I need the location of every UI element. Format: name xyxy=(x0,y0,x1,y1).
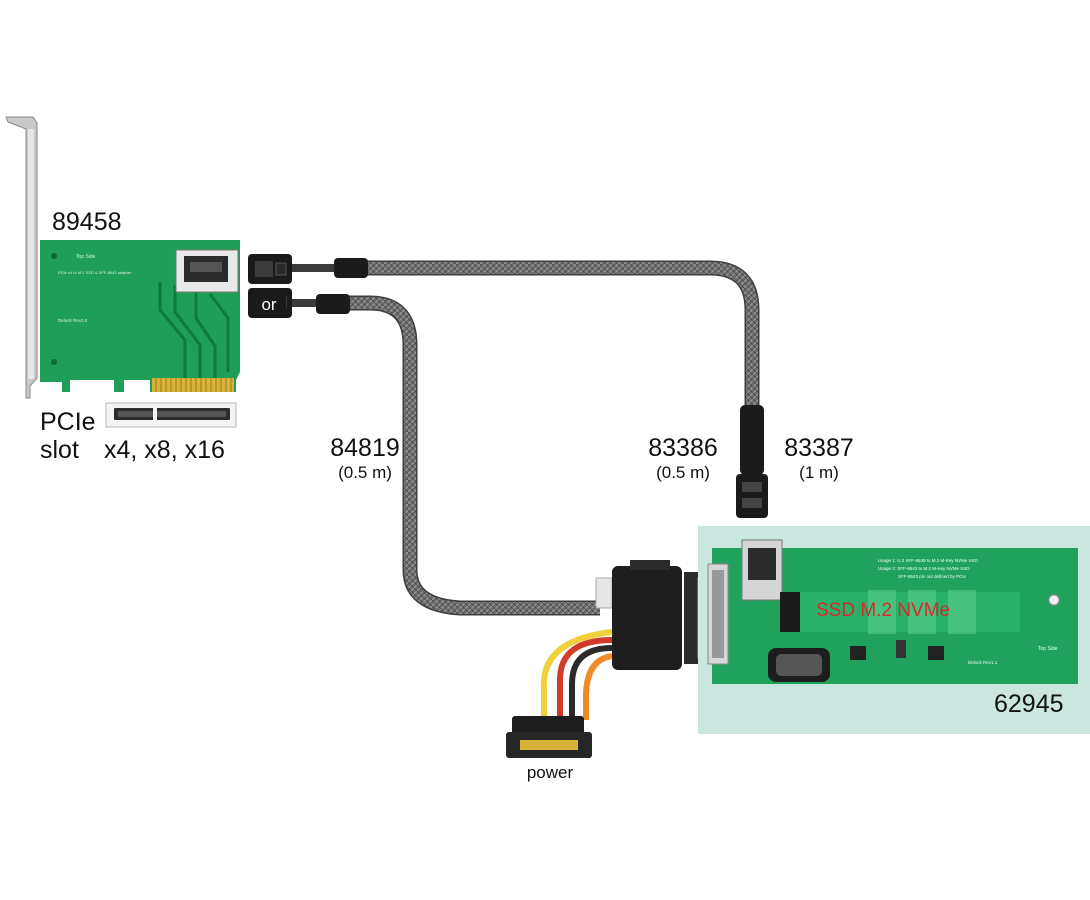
adapter-part-number: 62945 xyxy=(994,690,1064,718)
adapter-silk-line2: Usage 2: SFF-8643 to M.2 M-Key NVMe SSD xyxy=(878,566,970,571)
sata-power-plug xyxy=(506,716,592,758)
ssd-label: SSD M.2 NVMe xyxy=(816,600,950,621)
card-silk-top: Top Side xyxy=(76,254,96,260)
u2-connector xyxy=(595,560,711,670)
cable-83387-part-number: 83387 xyxy=(784,434,854,462)
cable-83386-part-number: 83386 xyxy=(648,434,718,462)
cable-83386-length: (0.5 m) xyxy=(656,463,710,482)
slot-sizes: x4, x8, x16 xyxy=(104,436,225,464)
adapter-silk-line3: SFF-8643 pin out defined by PCIe xyxy=(898,574,967,579)
adapter-62945: Usage 1: U.2 SFF-8639 to M.2 M-Key NVMe … xyxy=(698,526,1090,734)
pcie-slot xyxy=(105,402,237,428)
or-badge: or xyxy=(252,291,286,317)
cable-84819-length: (0.5 m) xyxy=(338,463,392,482)
slot-label-line1: PCIe xyxy=(40,408,96,436)
card-part-number: 89458 xyxy=(52,208,122,236)
cable-84819 xyxy=(248,288,711,758)
adapter-silk-top: Top Side xyxy=(1038,646,1058,652)
power-label: power xyxy=(526,763,574,782)
or-label: or xyxy=(261,295,276,314)
power-wires xyxy=(540,629,613,720)
adapter-silk-rev: Delock Rev1.1 xyxy=(968,660,998,665)
card-silk-line2: Delock Rev1.0 xyxy=(58,318,88,323)
cable-83387-length: (1 m) xyxy=(799,463,839,482)
card-silk-line1: PCIe x4 to M.2 SSD & SFF-8643 adapter xyxy=(58,270,132,275)
adapter-silk-line1: Usage 1: U.2 SFF-8639 to M.2 M-Key NVMe … xyxy=(878,558,979,563)
pcie-card: Top Side PCIe x4 to M.2 SSD & SFF-8643 a… xyxy=(5,116,240,399)
cable-83386 xyxy=(248,254,768,518)
slot-label-line2: slot xyxy=(40,436,79,464)
cable-84819-part-number: 84819 xyxy=(330,434,400,462)
